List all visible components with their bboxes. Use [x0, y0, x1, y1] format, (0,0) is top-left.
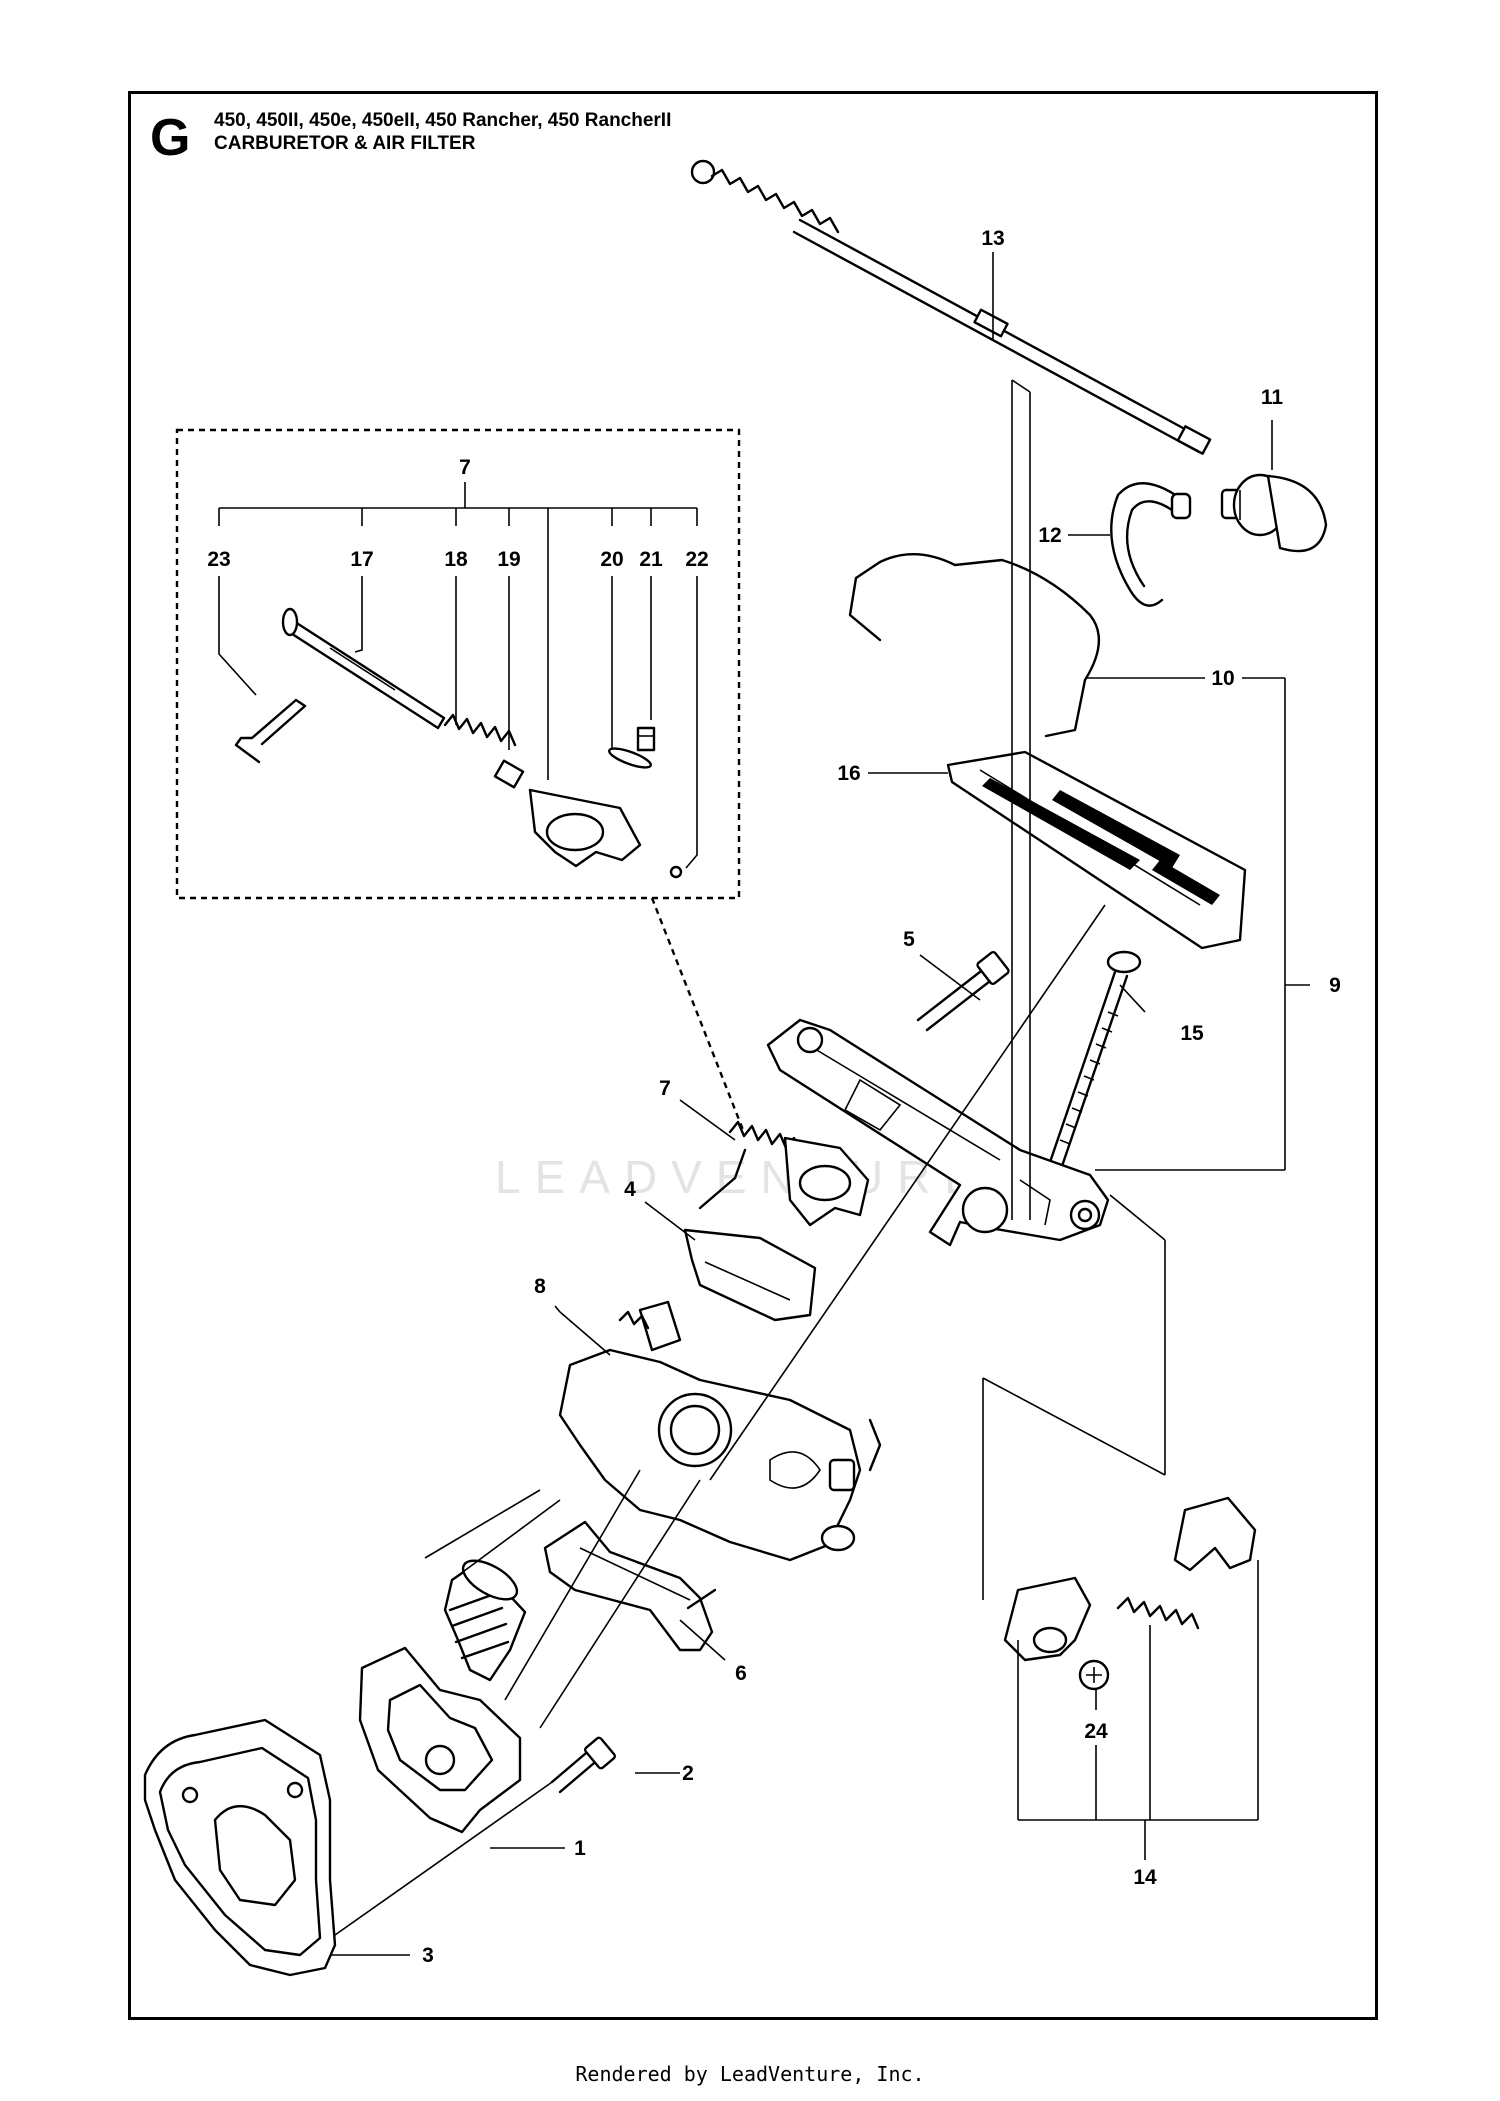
callout-7-detail: 7: [459, 456, 471, 479]
part-15-bolt: [1046, 950, 1142, 1174]
callout-14: 14: [1133, 1866, 1157, 1889]
callout-leaders: [330, 252, 1310, 1956]
part-13-throttle-cable: [690, 159, 1212, 455]
part-3-cover: [143, 1718, 337, 1977]
assembly-lines: [334, 379, 1166, 1936]
callout-4: 4: [624, 1178, 636, 1201]
callout-12: 12: [1038, 524, 1061, 547]
model-list: 450, 450II, 450e, 450eII, 450 Rancher, 4…: [214, 110, 672, 131]
callout-8: 8: [534, 1275, 546, 1298]
callout-19: 19: [497, 548, 520, 571]
callout-6: 6: [735, 1662, 747, 1685]
part-12-fuel-hose: [1110, 482, 1192, 607]
part-2-bolt: [550, 1736, 616, 1794]
callout-22: 22: [685, 548, 708, 571]
part-1-flange: [358, 1646, 522, 1834]
callout-20: 20: [600, 548, 623, 571]
part-10-wire-rod: [848, 552, 1101, 738]
footer-credit: Rendered by LeadVenture, Inc.: [575, 2062, 925, 2086]
part-16-air-filter: [946, 750, 1247, 950]
detail-screw-21: [636, 726, 656, 752]
part-4-spacer: [683, 1228, 817, 1322]
callout-2: 2: [682, 1762, 694, 1785]
callout-23: 23: [207, 548, 230, 571]
detail-washer-20: [608, 747, 652, 769]
detail-spring-18: [443, 713, 517, 747]
detail-bushing-19: [493, 759, 525, 789]
callout-9: 9: [1329, 974, 1341, 997]
callout-1: 1: [574, 1837, 586, 1860]
callout-3: 3: [422, 1944, 434, 1967]
diagram-frame: [128, 91, 1378, 2020]
callout-18: 18: [444, 548, 468, 571]
callout-17: 17: [350, 548, 373, 571]
part-11-primer-bulb: [1220, 473, 1328, 553]
part-8-carburetor: [558, 1300, 882, 1562]
callout-16: 16: [837, 762, 860, 785]
diagram-subtitle: CARBURETOR & AIR FILTER: [214, 133, 476, 154]
section-letter: G: [150, 109, 191, 167]
detail-pin-23: [234, 698, 307, 764]
part-7-throttle-assembly: [698, 1120, 870, 1227]
callout-21: 21: [639, 548, 663, 571]
part-6-intake-plate: [543, 1520, 717, 1652]
detail-connector: [650, 897, 747, 1136]
detail-bracket: [218, 482, 698, 869]
detail-box: [175, 428, 741, 900]
intake-bellow: [443, 1559, 527, 1682]
callout-24: 24: [1084, 1720, 1108, 1743]
part-9-filter-base: [766, 1018, 1110, 1247]
callout-11: 11: [1261, 386, 1284, 409]
callout-7-main: 7: [659, 1077, 671, 1100]
callout-15: 15: [1180, 1022, 1204, 1045]
detail-throttle-valve: [528, 788, 642, 868]
detail-shaft-17: [281, 607, 446, 730]
callout-13: 13: [981, 227, 1004, 250]
detail-clip-22: [669, 865, 683, 879]
callout-10: 10: [1211, 667, 1234, 690]
part-5-screw: [916, 950, 1010, 1032]
part-14-choke-assembly: [1003, 1496, 1257, 1691]
callout-5: 5: [903, 928, 915, 951]
